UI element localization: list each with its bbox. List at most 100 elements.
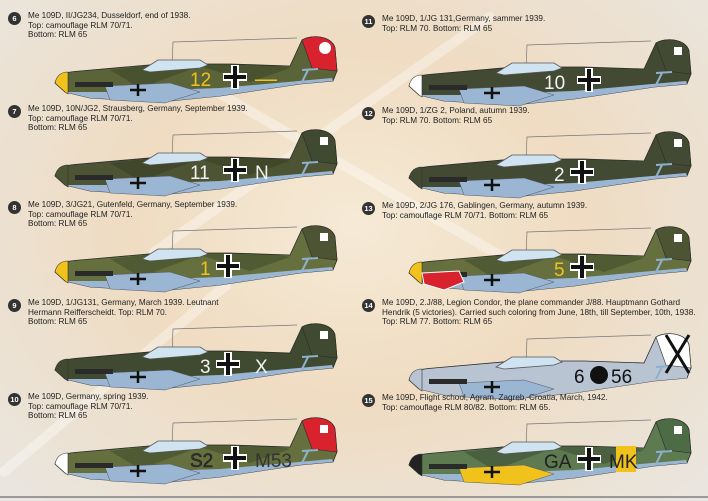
tail-swastika-placeholder [674,47,682,55]
wing [104,82,201,104]
fuselage-code-left: 1 [200,259,211,280]
profile-description: Me 109D, 1/JG131, Germany, March 1939. L… [28,298,219,327]
profile-number-badge: 11 [362,15,375,28]
wing-cross [484,179,500,191]
tail-fin [301,225,338,261]
antenna-wire [525,419,652,449]
fuselage-code-right: M53 [255,451,292,472]
tailplane-strut [655,258,673,273]
wing-cross [484,274,500,286]
tail-swastika-placeholder [674,426,682,434]
tail-swastika-placeholder [674,139,682,147]
tail-fin [655,39,692,75]
balkenkreuz [217,353,239,375]
aircraft-illustration: 2 [408,131,692,199]
canopy [140,346,209,360]
wing-cross [484,381,500,393]
wing [458,85,555,107]
aircraft-illustration: 1 [54,225,338,293]
tail-swastika-placeholder [320,425,328,433]
fuselage-code-right: X [255,357,268,378]
canopy [140,152,209,166]
exhaust-stacks [429,464,467,469]
balkenkreuz [571,161,593,183]
canopy [140,59,209,73]
canopy [494,154,563,168]
description-line: Me 109D, II/JG234, Dusseldorf, end of 19… [28,11,191,20]
description-line: Bottom: RLM 65 [28,30,88,40]
tailplane-strut [301,68,319,83]
antenna-wire [171,37,298,67]
fuselage-code-left: 2 [554,165,565,186]
description-line: Top: camouflage RLM 70/71. Bottom: RLM 6… [382,210,549,220]
spinner [408,453,423,477]
exhaust-stacks [429,85,467,90]
aircraft-illustration: 5 [408,226,692,294]
canopy [494,356,563,370]
tail-fin [301,323,338,359]
tail-emblem [319,42,331,54]
aircraft-illustration: 12— [54,36,338,104]
fuselage-code-left: 12 [190,70,211,91]
antenna-wire [171,324,298,354]
exhaust-stacks [75,463,113,468]
yellow-fuselage-band [616,446,636,472]
spinner [408,74,423,98]
spinner [54,260,69,284]
wing-cross [130,371,146,383]
spinner [54,71,69,95]
spinner [54,452,69,476]
fuselage-code-right: N [255,163,269,184]
balkenkreuz [571,256,593,278]
fuselage-code-right: 56 [611,367,632,388]
description-line: Me 109D, 2.J/88, Legion Condor, the plan… [382,298,681,307]
wing-cross [484,87,500,99]
profile-description: Me 109D, Flight school, Agram, Zagreb, C… [382,393,608,412]
wing [104,463,201,485]
balkenkreuz [578,69,600,91]
tail-swastika-placeholder [320,137,328,145]
canopy [494,249,563,263]
fuselage-code-left: 10 [544,73,565,94]
fuselage-code-left: 3 [200,357,211,378]
description-line: Me 109D, 1/JG131, Germany, March 1939. L… [28,298,219,307]
antenna-wire [525,132,652,162]
balkenkreuz [217,255,239,277]
canopy [494,62,563,76]
description-line: Me 109D, Germany, spring 1939. [28,392,149,401]
profile-description: Me 109D, II/JG234, Dusseldorf, end of 19… [28,11,190,40]
wing [104,175,201,197]
aircraft-illustration: 10 [408,39,692,107]
description-line: Bottom: RLM 65 [28,317,88,327]
aircraft-illustration: 11 N [54,129,338,197]
description-line: Bottom: RLM 65 [28,123,88,133]
description-line: Me 109D, 2/JG 176, Gablingen, Germany, a… [382,201,588,210]
tail-swastika-placeholder [674,341,682,349]
exhaust-stacks [75,369,113,374]
tailplane-strut [301,161,319,176]
antenna-wire [171,130,298,160]
spinner [54,358,69,382]
wing-cross [130,177,146,189]
spinner [408,368,423,392]
profile-description: Me 109D, Germany, spring 1939.Top: camou… [28,392,148,421]
fuselage-code-left: 11 [190,163,210,184]
profile-number-badge: 6 [8,12,21,25]
description-line: Top: camouflage RLM 80/82. Bottom: RLM 6… [382,402,551,412]
description-line: Top: camouflage RLM 70/71. [28,20,133,30]
tailplane-strut [655,71,673,86]
tailplane-strut [301,449,319,464]
description-line: Me 109D, 10N/JG2, Strausberg, Germany, S… [28,104,248,113]
exhaust-stacks [75,82,113,87]
description-line: Me 109D, 1/ZG 2, Poland, autumn 1939. [382,106,530,115]
tail-fin [655,131,692,167]
